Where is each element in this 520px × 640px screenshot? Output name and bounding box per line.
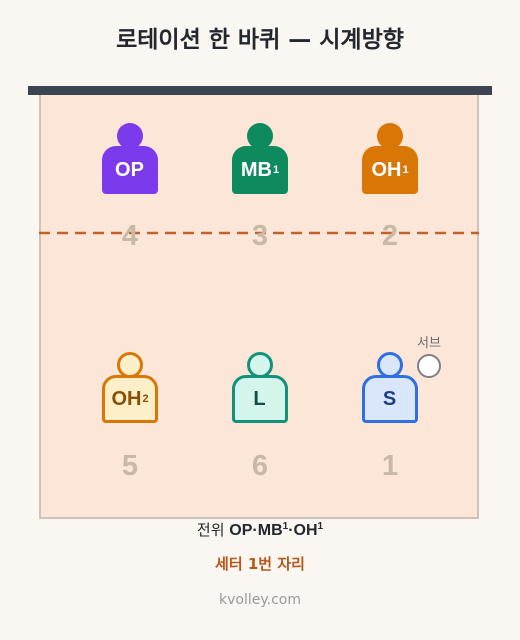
volleyball-icon bbox=[417, 354, 441, 378]
player-role-label: L bbox=[232, 375, 288, 423]
position-number-1: 1 bbox=[381, 450, 399, 482]
player-position-6: L bbox=[232, 352, 288, 434]
serve-label: 서브 bbox=[417, 336, 441, 351]
player-role-label: S bbox=[362, 375, 418, 423]
player-role-label: OP bbox=[102, 146, 158, 194]
attack-line bbox=[39, 231, 479, 235]
diagram-title: 로테이션 한 바퀴 — 시계방향 bbox=[116, 27, 404, 53]
position-number-5: 5 bbox=[121, 450, 139, 482]
net bbox=[28, 86, 492, 95]
position-number-3: 3 bbox=[251, 220, 269, 252]
front-row-summary: 전위 OP·MB1·OH1 bbox=[0, 519, 520, 540]
front-row-label: 전위 bbox=[196, 521, 225, 539]
player-position-1: S bbox=[362, 352, 418, 434]
player-head bbox=[247, 123, 273, 149]
player-head bbox=[117, 123, 143, 149]
setter-position-note: 세터 1번 자리 bbox=[215, 555, 305, 573]
player-position-4: OP bbox=[102, 123, 158, 205]
position-number-6: 6 bbox=[251, 450, 269, 482]
player-head bbox=[247, 352, 273, 378]
position-number-2: 2 bbox=[381, 220, 399, 252]
player-head bbox=[377, 123, 403, 149]
footer-site-link[interactable]: kvolley.com bbox=[219, 592, 301, 608]
front-row-players: OP·MB1·OH1 bbox=[229, 521, 324, 539]
position-number-4: 4 bbox=[121, 220, 139, 252]
